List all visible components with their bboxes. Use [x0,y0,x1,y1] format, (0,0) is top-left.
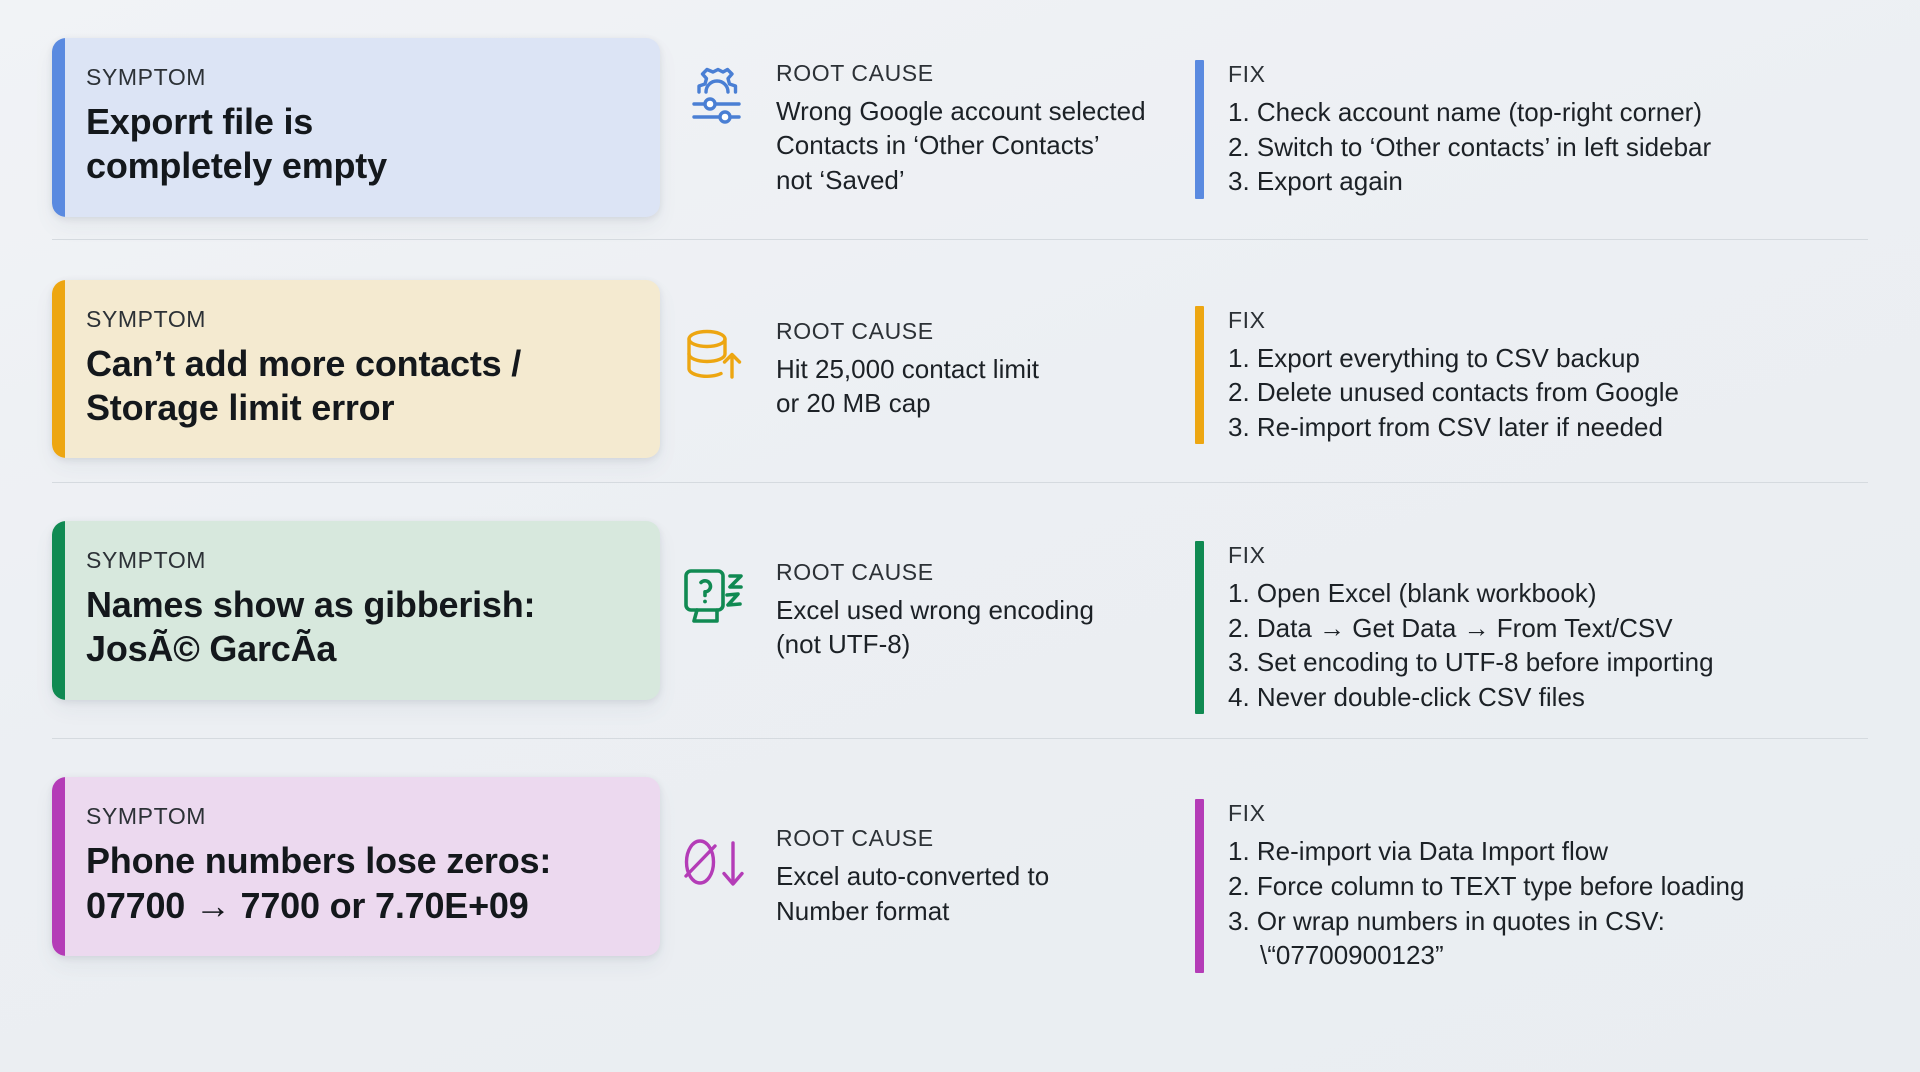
row-divider [52,238,1868,240]
fix-accent-bar [1195,305,1204,445]
fix-body: FIX 1. Re-import via Data Import flow 2.… [1228,799,1744,972]
root-cause-column: ROOT CAUSE Wrong Google account selected… [660,38,1185,197]
fix-column: FIX 1. Open Excel (blank workbook) 2. Da… [1185,521,1868,715]
symptom-line-1: Phone numbers lose zeros: [86,840,552,882]
fix-column: FIX 1. Re-import via Data Import flow 2.… [1185,777,1868,973]
root-cause-column: ROOT CAUSE Excel used wrong encoding (no… [660,521,1185,662]
symptom-card: SYMPTOM Phone numbers lose zeros: 07700 … [52,777,660,956]
fix-accent-bar [1195,799,1204,973]
issue-row-export-empty: SYMPTOM Exporrt file is completely empty… [0,0,1920,239]
root-cause-body: ROOT CAUSE Wrong Google account selected… [776,58,1146,197]
root-cause-line: not ‘Saved’ [776,164,905,195]
zero-strikethrough-down-arrow-icon [674,823,754,903]
fix-accent-bar [1195,541,1204,715]
gear-sliders-icon [674,58,754,138]
root-cause-line: (not UTF-8) [776,629,911,660]
fix-step: 2. Delete unused contacts from Google [1228,377,1679,408]
issue-row-encoding-gibberish: SYMPTOM Names show as gibberish: JosÃ© G… [0,483,1920,738]
symptom-line-1: Can’t add more contacts / [86,342,522,384]
symptom-card: SYMPTOM Exporrt file is completely empty [52,38,660,217]
fix-body: FIX 1. Open Excel (blank workbook) 2. Da… [1228,541,1714,714]
root-cause-body: ROOT CAUSE Hit 25,000 contact limit or 2… [776,316,1039,421]
fix-step: 3. Set encoding to UTF-8 before importin… [1228,647,1714,678]
fix-label: FIX [1228,61,1266,87]
root-cause-line: Number format [776,895,950,926]
root-cause-column: ROOT CAUSE Excel auto-converted to Numbe… [660,777,1185,928]
symptom-line-1: Names show as gibberish: [86,584,536,626]
fix-step: 2. Force column to TEXT type before load… [1228,870,1745,901]
fix-label: FIX [1228,306,1266,333]
root-cause-column: ROOT CAUSE Hit 25,000 contact limit or 2… [660,280,1185,421]
symptom-line-2: JosÃ© GarcÃ­a [86,628,337,670]
fix-step: 3. Re-import from CSV later if needed [1228,411,1663,442]
symptom-card: SYMPTOM Can’t add more contacts / Storag… [52,279,660,459]
root-cause-label: ROOT CAUSE [776,825,934,852]
root-cause-line: or 20 MB cap [776,387,931,418]
fix-accent-bar [1195,60,1204,199]
symptom-line-2: Storage limit error [86,386,395,428]
symptom-line-2: completely empty [86,145,387,187]
fix-label: FIX [1228,800,1266,827]
root-cause-line: Excel auto-converted to [776,861,1050,892]
symptom-line-1: Exporrt file is [86,101,314,142]
fix-body: FIX 1. Check account name (top-right cor… [1228,60,1711,199]
fix-step: 1. Check account name (top-right corner) [1228,97,1702,127]
root-cause-line: Excel used wrong encoding [776,595,1094,626]
fix-column: FIX 1. Check account name (top-right cor… [1185,38,1868,199]
root-cause-line: Hit 25,000 contact limit [776,353,1040,384]
symptom-card: SYMPTOM Names show as gibberish: JosÃ© G… [52,521,660,700]
fix-step: 1. Re-import via Data Import flow [1228,836,1609,867]
fix-step-continuation: \“07700900123” [1260,940,1444,971]
row-divider [52,738,1868,740]
symptom-line-2: 07700 → 7700 or 7.70E+09 [86,884,529,926]
root-cause-body: ROOT CAUSE Excel used wrong encoding (no… [776,557,1094,662]
root-cause-body: ROOT CAUSE Excel auto-converted to Numbe… [776,823,1049,928]
symptom-text: Names show as gibberish: JosÃ© GarcÃ­a [86,583,630,672]
fix-step: 2. Data → Get Data → From Text/CSV [1228,612,1673,643]
symptom-label: SYMPTOM [86,64,207,90]
root-cause-label: ROOT CAUSE [776,559,934,586]
fix-step: 4. Never double-click CSV files [1228,681,1585,712]
question-bubble-icon [674,557,754,637]
symptom-text: Can’t add more contacts / Storage limit … [86,342,630,431]
root-cause-label: ROOT CAUSE [776,317,934,344]
fix-body: FIX 1. Export everything to CSV backup 2… [1228,306,1679,445]
issue-row-storage-limit: SYMPTOM Can’t add more contacts / Storag… [0,240,1920,483]
root-cause-line: Contacts in ‘Other Contacts’ [776,130,1100,161]
symptom-label: SYMPTOM [86,803,207,830]
fix-step: 3. Export again [1228,166,1403,197]
symptom-label: SYMPTOM [86,305,207,332]
symptom-text: Exporrt file is completely empty [86,100,630,189]
root-cause-label: ROOT CAUSE [776,60,934,86]
root-cause-line: Wrong Google account selected [776,96,1146,126]
fix-step: 2. Switch to ‘Other contacts’ in left si… [1228,131,1712,162]
row-divider [52,482,1868,484]
database-upload-icon [674,316,754,396]
fix-column: FIX 1. Export everything to CSV backup 2… [1185,280,1868,445]
fix-label: FIX [1228,542,1266,569]
issue-row-phone-zeros: SYMPTOM Phone numbers lose zeros: 07700 … [0,739,1920,992]
symptom-text: Phone numbers lose zeros: 07700 → 7700 o… [86,839,630,928]
fix-step: 3. Or wrap numbers in quotes in CSV: [1228,905,1665,936]
fix-step: 1. Export everything to CSV backup [1228,342,1640,373]
fix-step: 1. Open Excel (blank workbook) [1228,578,1597,609]
symptom-label: SYMPTOM [86,547,207,574]
